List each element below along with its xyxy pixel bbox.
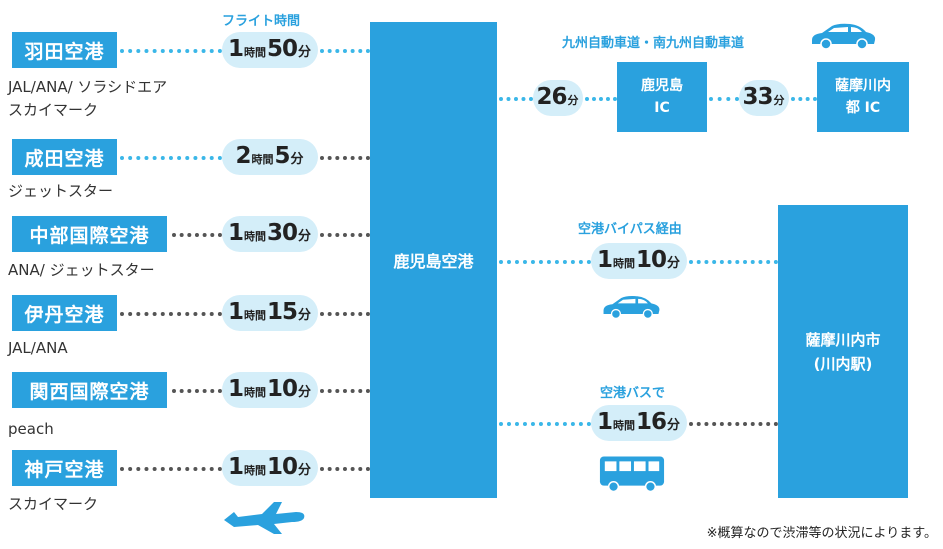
flight-time-caption: フライト時間 (222, 14, 301, 29)
minute-unit: 分 (298, 463, 312, 478)
hours-value: 1 (596, 247, 613, 273)
flight-time-kobe: 1 時間 10 分 (222, 450, 318, 486)
flight-time-kansai: 1 時間 10 分 (222, 372, 318, 408)
hours-value: 1 (227, 454, 244, 480)
minutes-value: 15 (266, 299, 298, 325)
minute-unit: 分 (773, 94, 785, 107)
airline-line: JAL/ANA/ ソラシドエア (8, 78, 168, 96)
minutes-value: 5 (274, 143, 290, 169)
hour-unit: 時間 (243, 386, 266, 399)
airlines-haneda: JAL/ANA/ ソラシドエア スカイマーク (8, 76, 167, 122)
kagoshima-ic: 鹿児島 IC (617, 62, 707, 132)
airlines-itami: JAL/ANA (8, 339, 68, 357)
minutes-value: 50 (266, 36, 298, 62)
airline-line: スカイマーク (8, 101, 99, 119)
minutes-value: 30 (266, 220, 298, 246)
connector-line (585, 97, 617, 101)
airport-itami: 伊丹空港 (12, 295, 117, 331)
minutes-value: 10 (266, 454, 298, 480)
connector-line (320, 49, 370, 53)
hours-value: 1 (596, 409, 613, 435)
airlines-kansai: peach (8, 420, 54, 438)
car-icon (603, 296, 660, 320)
hour-unit: 時間 (243, 46, 266, 59)
connector-line (689, 422, 778, 426)
airlines-kobe: スカイマーク (8, 495, 99, 513)
hours-value: 2 (235, 143, 251, 169)
airport-chubu: 中部国際空港 (12, 216, 167, 252)
ic-name: 薩摩川内 (835, 78, 891, 94)
drive-time-leg1: 26 分 (533, 80, 583, 116)
connector-line (320, 389, 370, 393)
expressway-caption: 九州自動車道・南九州自動車道 (562, 36, 745, 51)
hours-value: 1 (227, 299, 244, 325)
hour-unit: 時間 (612, 419, 635, 432)
hour-unit: 時間 (243, 309, 266, 322)
hub-kagoshima-airport: 鹿児島空港 (370, 22, 497, 498)
connector-line (320, 467, 370, 471)
connector-line (499, 97, 533, 101)
connector-line (120, 467, 222, 471)
car-icon (812, 23, 876, 50)
bypass-caption: 空港バイパス経由 (578, 222, 682, 237)
airport-haneda: 羽田空港 (12, 32, 117, 68)
airport-narita: 成田空港 (12, 139, 117, 175)
minutes-value: 16 (635, 409, 667, 435)
destination-station: (川内駅) (813, 354, 873, 373)
minute-unit: 分 (298, 308, 312, 323)
minute-unit: 分 (567, 94, 579, 107)
destination-city: 薩摩川内市 (805, 330, 881, 349)
connector-line (499, 260, 591, 264)
ic-name: 鹿児島 (641, 78, 683, 94)
bus-caption: 空港バスで (600, 386, 666, 401)
minutes-value: 10 (635, 247, 667, 273)
ic-label: 都 IC (845, 100, 881, 116)
hours-value: 1 (227, 220, 244, 246)
flight-time-itami: 1 時間 15 分 (222, 295, 318, 331)
minute-unit: 分 (298, 229, 312, 244)
connector-line (689, 260, 778, 264)
footnote: ※概算なので渋滞等の状況によります。 (706, 526, 937, 541)
airport-kansai: 関西国際空港 (12, 372, 167, 408)
hour-unit: 時間 (251, 153, 274, 166)
hours-value: 1 (227, 376, 244, 402)
drive-time-bypass: 1 時間 10 分 (591, 243, 687, 279)
ic-label: IC (654, 100, 670, 116)
minute-unit: 分 (667, 418, 681, 433)
connector-line (172, 389, 222, 393)
drive-time-leg2: 33 分 (739, 80, 789, 116)
minute-unit: 分 (298, 385, 312, 400)
connector-line (791, 97, 817, 101)
flight-time-narita: 2 時間 5 分 (222, 139, 318, 175)
minute-unit: 分 (298, 45, 312, 60)
hour-unit: 時間 (243, 464, 266, 477)
hour-unit: 時間 (243, 230, 266, 243)
connector-line (709, 97, 739, 101)
airplane-icon (224, 502, 305, 534)
bus-icon (599, 456, 665, 493)
flight-time-chubu: 1 時間 30 分 (222, 216, 318, 252)
connector-line (120, 49, 222, 53)
connector-line (320, 233, 370, 237)
destination-satsumasendai: 薩摩川内市 (川内駅) (778, 205, 908, 498)
flight-time-haneda: 1 時間 50 分 (222, 32, 318, 68)
hours-value: 1 (227, 36, 244, 62)
bus-time: 1 時間 16 分 (591, 405, 687, 441)
minutes-value: 33 (742, 84, 773, 110)
airport-kobe: 神戸空港 (12, 450, 117, 486)
connector-line (172, 233, 222, 237)
minute-unit: 分 (290, 152, 304, 167)
connector-line (120, 156, 222, 160)
airlines-narita: ジェットスター (8, 182, 114, 200)
airlines-chubu: ANA/ ジェットスター (8, 261, 155, 279)
minute-unit: 分 (667, 256, 681, 271)
minutes-value: 10 (266, 376, 298, 402)
connector-line (499, 422, 591, 426)
connector-line (320, 312, 370, 316)
hour-unit: 時間 (612, 257, 635, 270)
connector-line (320, 156, 370, 160)
connector-line (120, 312, 222, 316)
minutes-value: 26 (536, 84, 567, 110)
satsumasendai-miyako-ic: 薩摩川内 都 IC (817, 62, 909, 132)
